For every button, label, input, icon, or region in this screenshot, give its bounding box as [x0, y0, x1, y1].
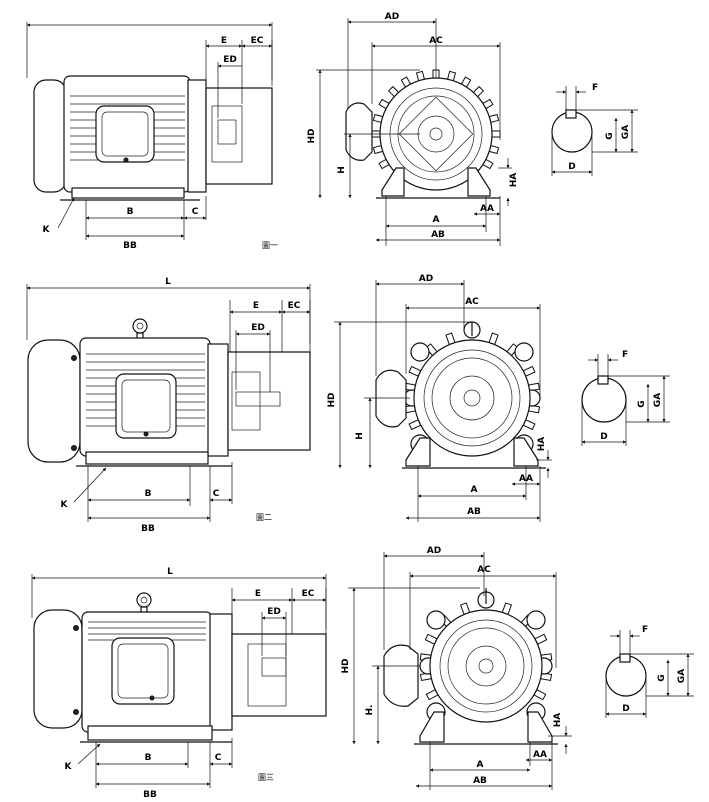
label-L: L [167, 567, 173, 577]
label-A: A [433, 215, 440, 225]
shaft-section: F G GA D [551, 83, 638, 176]
label-AD: AD [419, 274, 433, 284]
label-D: D [600, 432, 607, 442]
label-HD: HD [327, 392, 337, 407]
label-AC: AC [465, 297, 479, 307]
label-K: K [43, 225, 51, 235]
label-G: G [605, 132, 615, 139]
front-view: AD AC HD H. HA AA A AB [341, 546, 572, 790]
label-GA: GA [653, 393, 663, 407]
label-B: B [145, 753, 152, 763]
label-B: B [145, 489, 152, 499]
shaft-section: F G GA D [605, 625, 694, 718]
figure-caption: 圖二 [256, 513, 272, 522]
label-H: H [355, 432, 365, 440]
label-G: G [637, 400, 647, 407]
label-E: E [221, 36, 227, 46]
label-E: E [253, 301, 259, 311]
label-H: H. [365, 705, 375, 716]
label-AC: AC [429, 36, 443, 46]
side-view: L E EC ED B C BB K 圖三 [31, 567, 327, 800]
figure-2: L E EC ED B C BB K 圖二 [26, 274, 670, 534]
label-ED: ED [267, 607, 281, 617]
front-view: AD AC HD H HA AA A AB [307, 12, 519, 246]
label-ED: ED [223, 55, 237, 65]
label-F: F [642, 625, 648, 635]
figure-3: L E EC ED B C BB K 圖三 [31, 546, 694, 800]
label-AA: AA [480, 204, 494, 214]
label-ED: ED [251, 323, 265, 333]
label-D: D [568, 162, 575, 172]
figure-caption: 圖三 [258, 773, 274, 782]
label-HD: HD [341, 658, 351, 673]
label-K: K [65, 762, 73, 772]
figure-1: E EC ED B C BB K 圖一 [26, 12, 638, 251]
label-EC: EC [288, 301, 301, 311]
radial-fins [403, 332, 541, 431]
label-AD: AD [427, 546, 441, 556]
label-C: C [215, 753, 222, 763]
label-E: E [255, 589, 261, 599]
label-C: C [192, 207, 199, 217]
label-D: D [622, 704, 629, 714]
front-view: AD AC HD H HA AA A AB [327, 274, 552, 522]
label-L: L [165, 277, 171, 287]
label-AB: AB [473, 776, 487, 786]
shaft-section: F G GA D [581, 350, 670, 446]
label-HA: HA [509, 173, 519, 188]
label-B: B [127, 207, 134, 217]
side-view: E EC ED B C BB K 圖一 [26, 22, 278, 251]
label-GA: GA [621, 125, 631, 139]
label-C: C [213, 489, 220, 499]
label-HD: HD [307, 128, 317, 143]
label-H: H [337, 166, 347, 174]
label-BB: BB [141, 524, 155, 534]
label-BB: BB [143, 790, 157, 800]
label-AB: AB [431, 230, 445, 240]
label-F: F [622, 350, 628, 360]
label-AA: AA [519, 474, 533, 484]
label-F: F [592, 83, 598, 93]
label-HA: HA [553, 713, 563, 728]
label-G: G [657, 674, 667, 681]
label-BB: BB [123, 241, 137, 251]
label-EC: EC [251, 36, 264, 46]
label-AA: AA [533, 750, 547, 760]
label-GA: GA [677, 669, 687, 683]
label-K: K [61, 500, 69, 510]
label-A: A [471, 485, 478, 495]
label-AD: AD [385, 12, 399, 22]
label-A: A [477, 760, 484, 770]
label-AC: AC [477, 565, 491, 575]
label-HA: HA [537, 437, 547, 452]
label-EC: EC [302, 589, 315, 599]
figure-caption: 圖一 [262, 241, 278, 250]
side-view: L E EC ED B C BB K 圖二 [26, 277, 311, 534]
label-AB: AB [467, 507, 481, 517]
